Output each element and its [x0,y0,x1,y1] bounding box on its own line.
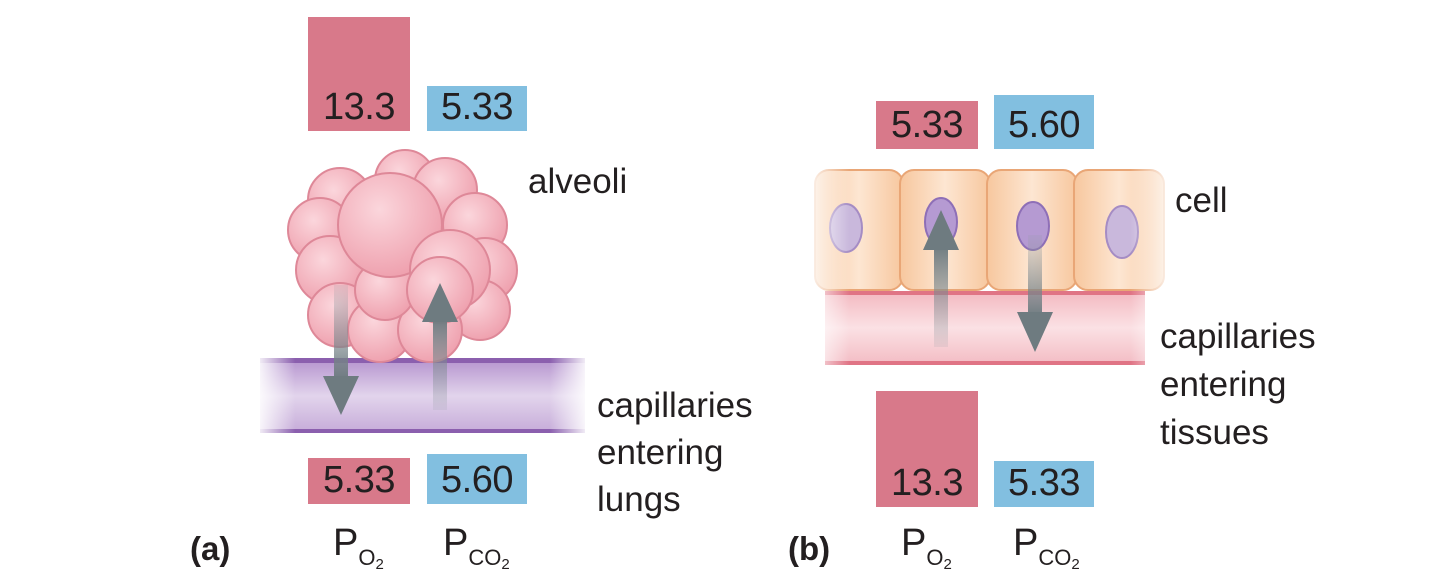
panel-a-top-pco2-box: 5.33 [427,86,527,131]
panel-b-bottom-po2-box: 13.3 [876,391,978,507]
panel-a-pco2-label: PCO2 [443,522,510,573]
panel-a-bottom-po2-value: 5.33 [323,459,395,501]
capillaries-lungs-label-line3: lungs [597,480,681,519]
panel-a-top-po2-box: 13.3 [308,17,410,131]
panel-b-bottom-po2-value: 13.3 [891,462,963,504]
capillaries-tissues-label-line1: capillaries [1160,317,1316,356]
cell-label: cell [1175,181,1228,220]
panel-b-top-pco2-value: 5.60 [1008,104,1080,146]
panel-b-po2-label: PO2 [901,522,952,573]
capillaries-tissues-label-line3: tissues [1160,413,1269,452]
panel-a-letter: (a) [190,530,231,567]
arrow-co2-up-a [422,283,458,410]
capillary-lungs [255,355,590,437]
alveoli-label: alveoli [528,162,628,201]
arrow-o2-up-b [923,210,959,347]
arrow-co2-down-b [1017,235,1053,352]
alveoli-cluster [287,149,518,363]
capillaries-lungs-label-line2: entering [597,433,724,472]
capillaries-lungs-label-line1: capillaries [597,386,753,425]
panel-a-bottom-po2-box: 5.33 [308,458,410,504]
panel-a-po2-label: PO2 [333,522,384,573]
panel-a-top-pco2-value: 5.33 [441,86,513,128]
panel-b-bottom-pco2-value: 5.33 [1008,462,1080,504]
panel-a-bottom-pco2-box: 5.60 [427,454,527,504]
panel-b-top-po2-box: 5.33 [876,101,978,149]
panel-b-bottom-pco2-box: 5.33 [994,461,1094,507]
panel-a-top-po2-value: 13.3 [323,86,395,128]
panel-a-bottom-pco2-value: 5.60 [441,459,513,501]
capillaries-tissues-label-line2: entering [1160,365,1287,404]
arrow-o2-down-a [323,285,359,415]
panel-b-top-po2-value: 5.33 [891,104,963,146]
panel-b-letter: (b) [788,530,831,567]
panel-b-pco2-label: PCO2 [1013,522,1080,573]
panel-b-top-pco2-box: 5.60 [994,95,1094,149]
fade-overlay [805,160,1175,370]
